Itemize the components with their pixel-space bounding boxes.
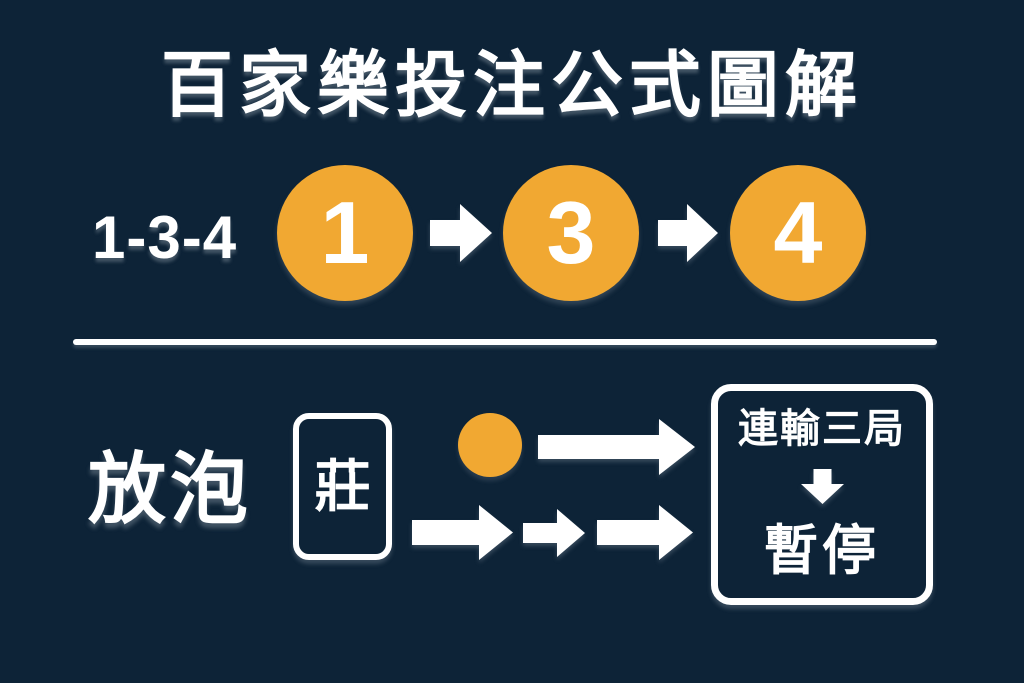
step-2-value: 3 (546, 183, 596, 282)
step-circle-1: 1 (277, 165, 413, 301)
orange-dot-icon (458, 413, 522, 477)
page-title: 百家樂投注公式圖解 (160, 46, 863, 126)
arrow-right-icon (430, 204, 492, 262)
arrow-right-icon (538, 419, 695, 475)
arrow-right-icon (597, 505, 693, 560)
strategy-label: 放泡 (88, 445, 253, 533)
step-circle-3: 4 (730, 165, 866, 301)
sequence-label: 1-3-4 (92, 204, 238, 271)
arrow-right-icon (412, 505, 513, 560)
result-line2: 暫停 (764, 521, 880, 581)
arrow-down-icon (800, 469, 844, 504)
banker-card: 莊 (293, 413, 392, 560)
result-box: 連輸三局 暫停 (711, 384, 933, 605)
arrow-right-icon (658, 204, 718, 262)
step-circle-2: 3 (503, 165, 639, 301)
banker-card-label: 莊 (314, 454, 371, 518)
section-divider (73, 339, 937, 345)
step-1-value: 1 (320, 183, 370, 282)
arrow-right-icon (523, 509, 585, 557)
step-3-value: 4 (773, 183, 823, 282)
result-line1: 連輸三局 (738, 407, 906, 451)
